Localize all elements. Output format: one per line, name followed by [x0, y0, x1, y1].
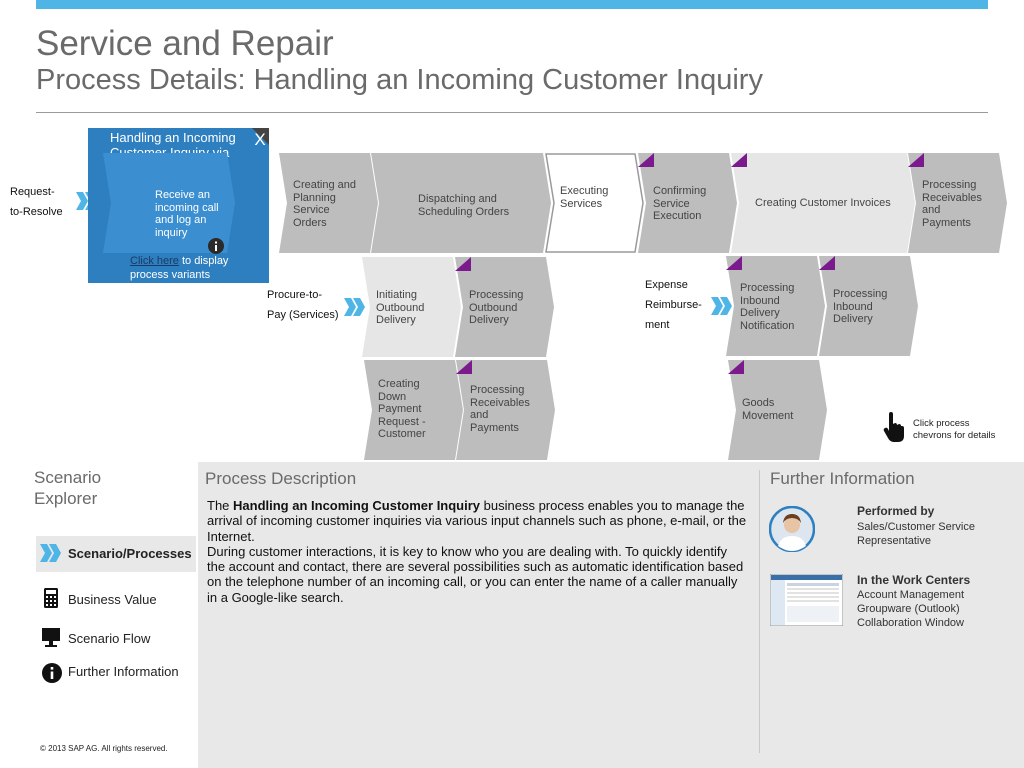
chevron-dispatching-scheduling-orders[interactable]: Dispatching and Scheduling Orders — [371, 153, 551, 253]
double-chevron-icon — [711, 297, 732, 315]
chevron-confirming-service-execution[interactable]: Confirming Service Execution — [638, 153, 737, 253]
link-suffix-text: to display process variants — [130, 255, 229, 281]
chevron-label: Receive an incoming call and log an inqu… — [155, 189, 219, 239]
chevron-processing-receivables-payments[interactable]: Processing Receivables and Payments — [908, 153, 1007, 253]
click-here-link[interactable]: Click here — [130, 255, 179, 267]
copyright: © 2013 SAP AG. All rights reserved. — [40, 744, 168, 753]
double-chevron-icon — [40, 544, 61, 562]
page-subtitle: Process Details: Handling an Incoming Cu… — [36, 64, 763, 96]
request-to-resolve-label: Request- to-Resolve — [10, 186, 63, 218]
double-chevron-icon — [344, 298, 365, 316]
chevron-goods-movement[interactable]: Goods Movement — [728, 360, 827, 460]
performed-by-heading: Performed by — [857, 504, 935, 518]
nav-item-further-information[interactable]: Further Information — [36, 654, 196, 690]
chevron-label: Processing Inbound Delivery Notification — [740, 282, 795, 332]
nav-item-scenario-processes[interactable]: Scenario/Processes — [36, 536, 196, 572]
work-centers-heading: In the Work Centers — [857, 573, 971, 587]
close-button[interactable]: X — [254, 130, 266, 149]
corner-marker — [638, 153, 654, 167]
corner-marker — [728, 360, 744, 374]
scenario-explorer-title: Scenario Explorer — [34, 468, 102, 508]
desc-bold-text: Handling an Incoming Customer Inquiry — [233, 498, 481, 513]
corner-marker — [908, 153, 924, 167]
nav-item-business-value[interactable]: Business Value — [36, 582, 196, 618]
chevron-label: Processing Outbound Delivery — [469, 289, 524, 326]
chevron-label: Creating Customer Invoices — [755, 197, 891, 209]
work-center-item: Collaboration Window — [857, 617, 964, 629]
chevron-label: Confirming Service Execution — [653, 185, 707, 222]
chevron-processing-outbound-delivery[interactable]: Processing Outbound Delivery — [455, 257, 554, 357]
monitor-icon — [42, 628, 60, 647]
work-center-screenshot-thumbnail — [770, 574, 843, 626]
chevron-creating-down-payment-request[interactable]: Creating Down Payment Request - Customer — [364, 360, 463, 460]
chevron-label: Executing Services — [560, 185, 609, 210]
nav-item-label: Further Information — [68, 664, 179, 679]
nav-item-scenario-flow[interactable]: Scenario Flow — [36, 621, 196, 657]
procure-to-pay-label: Procure-to- Pay (Services) — [267, 289, 339, 321]
chevron-label: Initiating Outbound Delivery — [376, 289, 425, 326]
chevron-processing-receivables-payments-2[interactable]: Processing Receivables and Payments — [456, 360, 555, 460]
performed-by-line: Representative — [857, 535, 931, 547]
desc-text: During customer interactions, it is key … — [207, 543, 744, 605]
hand-pointer-icon — [883, 412, 904, 442]
corner-marker — [455, 257, 471, 271]
chevron-label: Processing Receivables and Payments — [470, 384, 530, 434]
desc-text: business process enables you to manage t… — [207, 498, 747, 544]
desc-text: The — [207, 498, 234, 513]
nav-item-label: Scenario Flow — [68, 631, 151, 646]
process-description-heading: Process Description — [205, 469, 357, 488]
work-center-item: Groupware (Outlook) — [857, 603, 960, 615]
chevron-creating-customer-invoices[interactable]: Creating Customer Invoices — [731, 153, 915, 253]
corner-marker — [456, 360, 472, 374]
further-information-heading: Further Information — [770, 469, 915, 488]
process-variants-link: Click here to display process variants — [130, 255, 250, 282]
corner-marker — [819, 256, 835, 270]
click-chevron-hint: Click process chevrons for details — [913, 418, 996, 441]
page-title: Service and Repair — [36, 24, 334, 63]
popup-corner-fold — [252, 128, 269, 145]
chevron-initiating-outbound-delivery[interactable]: Initiating Outbound Delivery — [362, 257, 461, 357]
calculator-icon — [44, 588, 58, 608]
chevron-label: Dispatching and Scheduling Orders — [418, 193, 510, 218]
details-panel — [198, 462, 1024, 768]
chevron-label: Creating and Planning Service Orders — [293, 179, 356, 229]
panel-divider — [759, 470, 760, 753]
info-icon[interactable] — [208, 238, 224, 254]
top-accent-bar — [36, 0, 988, 9]
chevron-creating-planning-service-orders[interactable]: Creating and Planning Service Orders — [279, 153, 378, 253]
chevron-label: Processing Receivables and Payments — [922, 179, 982, 229]
chevron-label: Processing Inbound Delivery — [833, 288, 888, 325]
chevron-receive-incoming-call[interactable]: Receive an incoming call and log an inqu… — [103, 153, 235, 253]
process-description-text: The Handling an Incoming Customer Inquir… — [207, 498, 747, 605]
work-center-item: Account Management — [857, 589, 965, 601]
corner-marker — [731, 153, 747, 167]
avatar — [769, 506, 815, 552]
expense-reimbursement-label: Expense Reimburse- ment — [645, 279, 702, 331]
chevron-processing-inbound-delivery[interactable]: Processing Inbound Delivery — [819, 256, 918, 356]
corner-marker — [726, 256, 742, 270]
chevron-executing-services[interactable]: Executing Services — [545, 153, 644, 253]
nav-item-label: Scenario/Processes — [68, 546, 192, 561]
chevron-label: Creating Down Payment Request - Customer — [378, 378, 426, 440]
chevron-label: Goods Movement — [742, 397, 794, 422]
nav-item-label: Business Value — [68, 592, 157, 607]
info-icon — [42, 663, 62, 683]
performed-by-line: Sales/Customer Service — [857, 521, 975, 533]
header-divider — [36, 112, 988, 113]
chevron-processing-inbound-delivery-notification[interactable]: Processing Inbound Delivery Notification — [726, 256, 825, 356]
